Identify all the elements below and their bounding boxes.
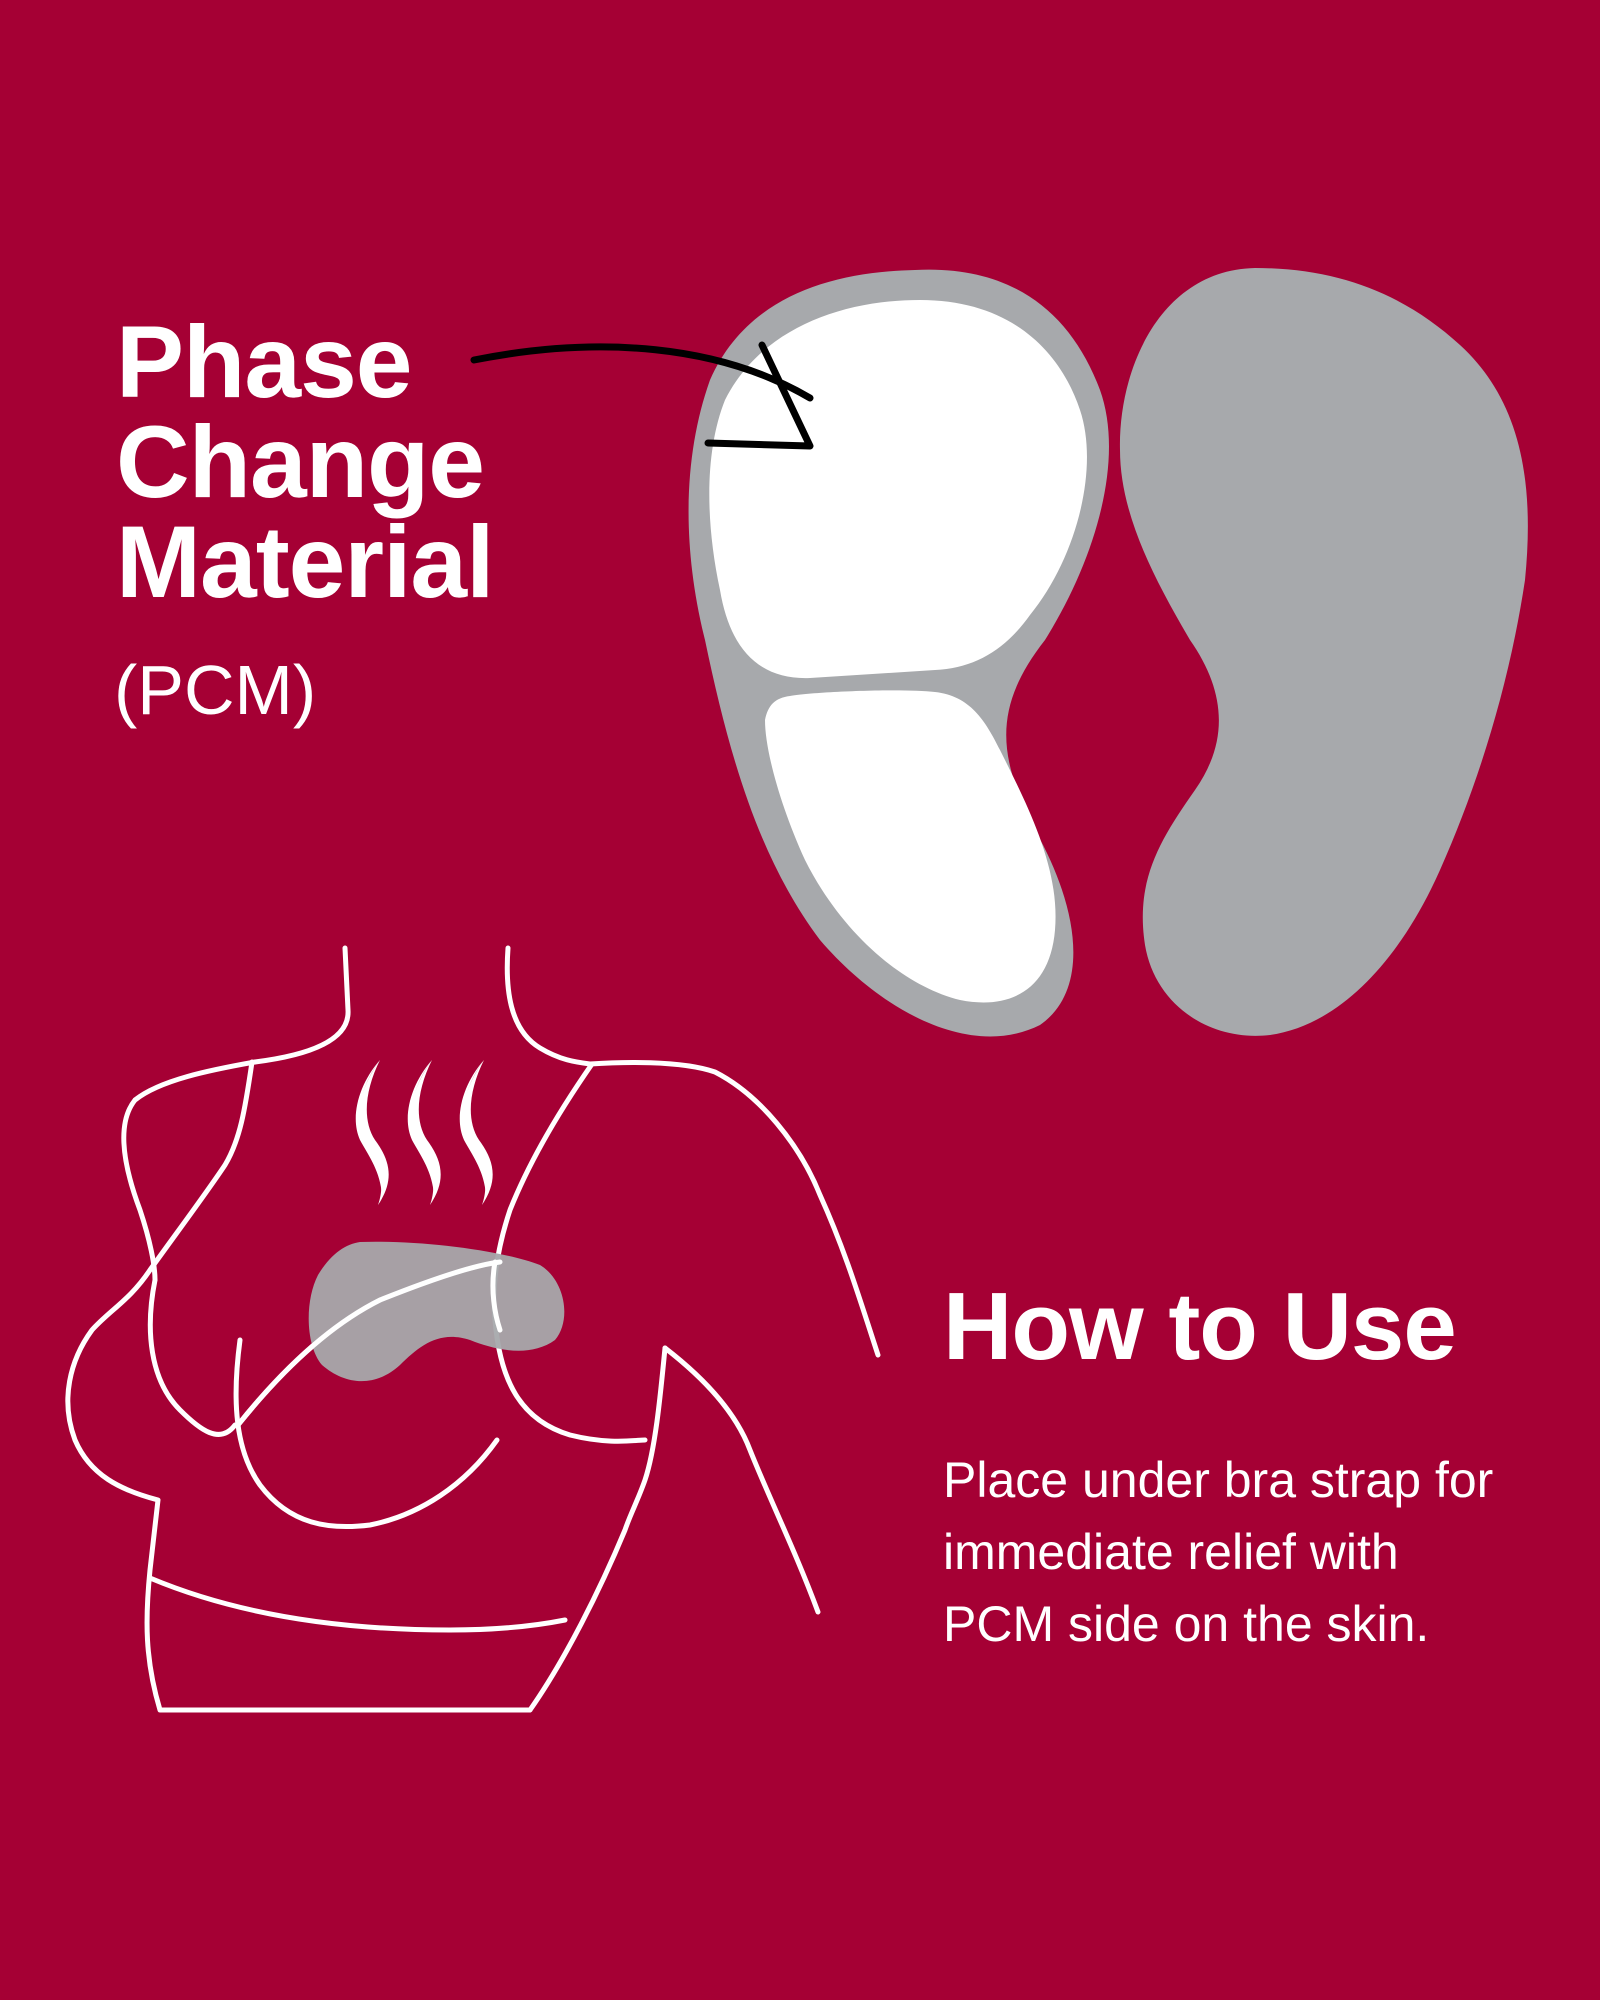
title-line-1: Phase [116,305,413,419]
page-title: Phase Change Material [116,305,494,619]
arrow-icon [470,341,814,450]
howto-text: Place under bra strap for immediate reli… [943,1452,1494,1652]
pcm-pad-back-icon [1119,268,1528,1036]
pad-on-shoulder-icon [235,1241,565,1428]
page-subtitle: (PCM) [114,651,317,729]
title-line-2: Change [116,405,485,519]
title-line-3: Material [116,505,494,619]
howto-heading: How to Use [943,1273,1457,1380]
pcm-pad-front-icon [688,269,1109,1037]
heat-waves-icon [355,1060,493,1205]
